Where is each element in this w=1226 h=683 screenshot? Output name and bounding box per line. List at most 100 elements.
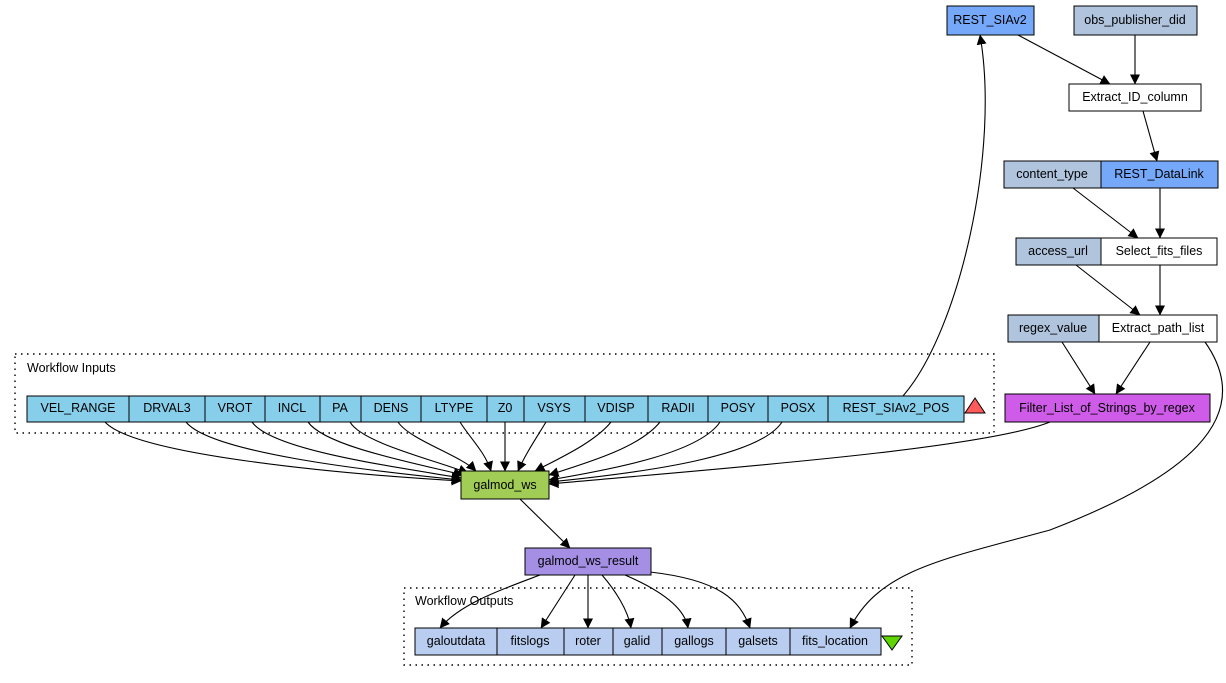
svg-text:obs_publisher_did: obs_publisher_did <box>1084 13 1186 27</box>
svg-text:fitslogs: fitslogs <box>511 634 550 648</box>
edge-extract-path-list-to-filter <box>1115 341 1151 395</box>
svg-text:INCL: INCL <box>278 401 307 415</box>
svg-text:content_type: content_type <box>1016 167 1088 181</box>
node-galmod-ws-result[interactable]: galmod_ws_result <box>524 547 652 576</box>
svg-text:POSY: POSY <box>721 401 756 415</box>
svg-text:roter: roter <box>575 634 601 648</box>
edge-result-to-galsets <box>649 571 752 629</box>
svg-text:VEL_RANGE: VEL_RANGE <box>40 401 115 415</box>
edge-posy-to-galmod-ws <box>548 421 721 484</box>
node-rest-datalink[interactable]: REST_DataLink <box>1100 160 1219 189</box>
svg-text:DRVAL3: DRVAL3 <box>143 401 191 415</box>
svg-text:Extract_path_list: Extract_path_list <box>1112 321 1205 335</box>
node-rest-siav2-pos[interactable]: REST_SIAv2_POS <box>827 395 965 423</box>
node-roter[interactable]: roter <box>563 627 614 656</box>
node-filter-list-of-strings-by-regex[interactable]: Filter_List_of_Strings_by_regex <box>1004 393 1211 423</box>
node-pa[interactable]: PA <box>319 395 362 423</box>
edge-vel-range-to-galmod-ws <box>104 421 462 486</box>
node-drval3[interactable]: DRVAL3 <box>128 395 206 423</box>
node-dens[interactable]: DENS <box>360 395 422 423</box>
svg-text:galsets: galsets <box>738 634 778 648</box>
svg-text:Filter_List_of_Strings_by_rege: Filter_List_of_Strings_by_regex <box>1019 401 1196 415</box>
node-obs-publisher-did[interactable]: obs_publisher_did <box>1073 5 1198 36</box>
node-select-fits-files[interactable]: Select_fits_files <box>1100 237 1218 266</box>
svg-text:regex_value: regex_value <box>1019 321 1087 335</box>
node-posx[interactable]: POSX <box>767 395 829 423</box>
output-marker-triangle-icon <box>881 635 903 651</box>
edge-radii-to-galmod-ws <box>548 421 661 477</box>
edges <box>104 34 1224 629</box>
node-fits-location[interactable]: fits_location <box>789 627 882 656</box>
input-marker-triangle-icon <box>964 397 986 414</box>
svg-text:REST_DataLink: REST_DataLink <box>1114 167 1204 181</box>
edge-extract-path-list-to-fits-location <box>849 341 1224 629</box>
svg-text:galmod_ws: galmod_ws <box>473 478 536 492</box>
node-vel-range[interactable]: VEL_RANGE <box>26 395 130 423</box>
node-vdisp[interactable]: VDISP <box>584 395 649 423</box>
svg-text:VSYS: VSYS <box>537 401 570 415</box>
node-content-type[interactable]: content_type <box>1003 160 1102 189</box>
svg-text:DENS: DENS <box>374 401 409 415</box>
node-fitslogs[interactable]: fitslogs <box>496 627 565 656</box>
svg-text:VDISP: VDISP <box>597 401 635 415</box>
node-galsets[interactable]: galsets <box>725 627 791 656</box>
node-extract-id-column[interactable]: Extract_ID_column <box>1068 83 1202 112</box>
svg-text:gallogs: gallogs <box>674 634 714 648</box>
svg-text:galmod_ws_result: galmod_ws_result <box>538 554 639 568</box>
node-z0[interactable]: Z0 <box>486 395 525 423</box>
edge-content-type-to-select-fits-files <box>1072 187 1139 239</box>
node-vsys[interactable]: VSYS <box>523 395 586 423</box>
node-access-url[interactable]: access_url <box>1015 237 1102 266</box>
workflow-inputs-cluster: Workflow Inputs <box>14 353 995 434</box>
node-posy[interactable]: POSY <box>707 395 769 423</box>
svg-text:RADII: RADII <box>661 401 694 415</box>
svg-text:REST_SIAv2_POS: REST_SIAv2_POS <box>843 401 950 415</box>
edge-ltype-to-galmod-ws <box>459 421 493 472</box>
svg-text:Z0: Z0 <box>498 401 513 415</box>
edge-extract-id-column-to-rest-datalink <box>1142 110 1160 162</box>
nodes: VEL_RANGE DRVAL3 VROT INCL PA DENS LTYPE <box>26 5 1219 656</box>
node-incl[interactable]: INCL <box>264 395 321 423</box>
edge-pa-to-galmod-ws <box>349 421 469 475</box>
edge-filter-to-galmod-ws <box>548 421 1051 489</box>
svg-text:LTYPE: LTYPE <box>435 401 474 415</box>
edge-dens-to-galmod-ws <box>397 421 477 472</box>
svg-text:Extract_ID_column: Extract_ID_column <box>1082 90 1188 104</box>
edge-posx-to-galmod-ws <box>548 421 783 487</box>
workflow-outputs-label: Workflow Outputs <box>415 594 513 608</box>
edge-access-url-to-extract-path-list <box>1075 264 1141 316</box>
node-rest-siav2[interactable]: REST_SIAv2 <box>946 5 1035 36</box>
node-galoutdata[interactable]: galoutdata <box>414 627 498 656</box>
node-vrot[interactable]: VROT <box>204 395 266 423</box>
edge-regex-value-to-filter <box>1061 341 1096 395</box>
node-gallogs[interactable]: gallogs <box>661 627 727 656</box>
edge-result-to-fitslogs <box>540 574 576 629</box>
svg-text:REST_SIAv2: REST_SIAv2 <box>953 13 1026 27</box>
node-galmod-ws[interactable]: galmod_ws <box>460 470 550 500</box>
svg-text:POSX: POSX <box>781 401 816 415</box>
node-extract-path-list[interactable]: Extract_path_list <box>1098 314 1218 343</box>
node-radii[interactable]: RADII <box>647 395 709 423</box>
edge-rest-siav2-pos-to-rest-siav2 <box>902 34 987 397</box>
edge-result-to-galoutdata <box>439 574 541 629</box>
svg-text:galoutdata: galoutdata <box>427 634 485 648</box>
edge-rest-siav2-to-extract-id-column <box>1017 34 1111 85</box>
node-galid[interactable]: galid <box>612 627 663 656</box>
svg-text:VROT: VROT <box>218 401 253 415</box>
node-regex-value[interactable]: regex_value <box>1007 314 1100 343</box>
workflow-outputs-cluster: Workflow Outputs <box>403 587 913 666</box>
svg-text:PA: PA <box>332 401 348 415</box>
edge-vsys-to-galmod-ws <box>517 421 547 472</box>
svg-text:Select_fits_files: Select_fits_files <box>1116 244 1203 258</box>
edge-result-to-galid <box>601 574 635 629</box>
node-ltype[interactable]: LTYPE <box>420 395 488 423</box>
edge-vdisp-to-galmod-ws <box>534 421 612 472</box>
svg-text:access_url: access_url <box>1028 244 1088 258</box>
workflow-inputs-label: Workflow Inputs <box>27 361 116 375</box>
svg-text:fits_location: fits_location <box>802 634 868 648</box>
edge-incl-to-galmod-ws <box>307 421 464 478</box>
edge-galmod-ws-to-galmod-ws-result <box>519 498 571 549</box>
edge-result-to-gallogs <box>624 574 692 629</box>
svg-text:galid: galid <box>624 634 650 648</box>
